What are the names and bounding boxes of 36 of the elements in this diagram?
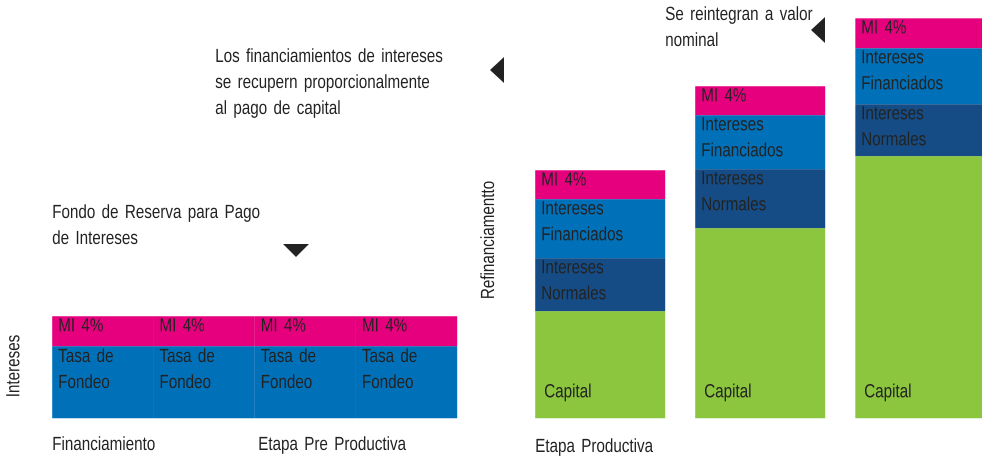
note-text: Financiamiento [53, 436, 155, 450]
interest-segment: Intereses Financiados [695, 115, 826, 170]
note-text: Los financiamientos de intereses se recupern proporcionalmente al pago de capital [216, 48, 442, 118]
margin-segment: MI 4% [153, 316, 255, 346]
interest-segment: Tasa de Fondeo [254, 346, 356, 418]
interest-segment: Intereses Financiados [535, 199, 666, 258]
node-label: Tasa de Fondeo [362, 348, 417, 388]
note-text: Fondo de Reserva para Pago de Intereses [52, 204, 260, 244]
note-text: Etapa Pre Productiva [259, 436, 406, 454]
interest-segment: Intereses Financiados [855, 48, 982, 104]
margin-segment: MI 4% [535, 170, 666, 200]
node-label: Tasa de Fondeo [160, 348, 214, 388]
node-label: MI 4% [262, 318, 306, 332]
node-label: Tasa de Fondeo [261, 348, 316, 388]
margin-segment: MI 4% [356, 316, 458, 346]
node-label: Tasa de Fondeo [58, 348, 113, 388]
note-text: Se reintegran a valor nominal [666, 6, 812, 46]
capital-segment: Capital [695, 228, 826, 418]
note-text: Etapa Productiva [536, 438, 654, 456]
node-label: MI 4% [363, 318, 407, 332]
axis-label: Refinanciamentto [480, 182, 494, 298]
capital-segment: Capital [855, 156, 982, 418]
interest-segment: Tasa de Fondeo [153, 346, 255, 418]
margin-segment: MI 4% [695, 86, 826, 116]
interest-segment: Tasa de Fondeo [356, 346, 458, 418]
interest-segment: Intereses Normales [535, 258, 666, 312]
interest-segment: Tasa de Fondeo [52, 346, 154, 418]
axis-label: Intereses [6, 335, 20, 396]
margin-segment: MI 4% [855, 18, 982, 48]
margin-segment: MI 4% [52, 316, 154, 346]
margin-segment: MI 4% [254, 316, 356, 346]
node-label: MI 4% [59, 318, 103, 332]
capital-segment: Capital [535, 311, 666, 418]
interest-segment: Intereses Normales [695, 169, 826, 228]
interest-segment: Intereses Normales [855, 104, 982, 156]
node-label: MI 4% [160, 318, 204, 332]
